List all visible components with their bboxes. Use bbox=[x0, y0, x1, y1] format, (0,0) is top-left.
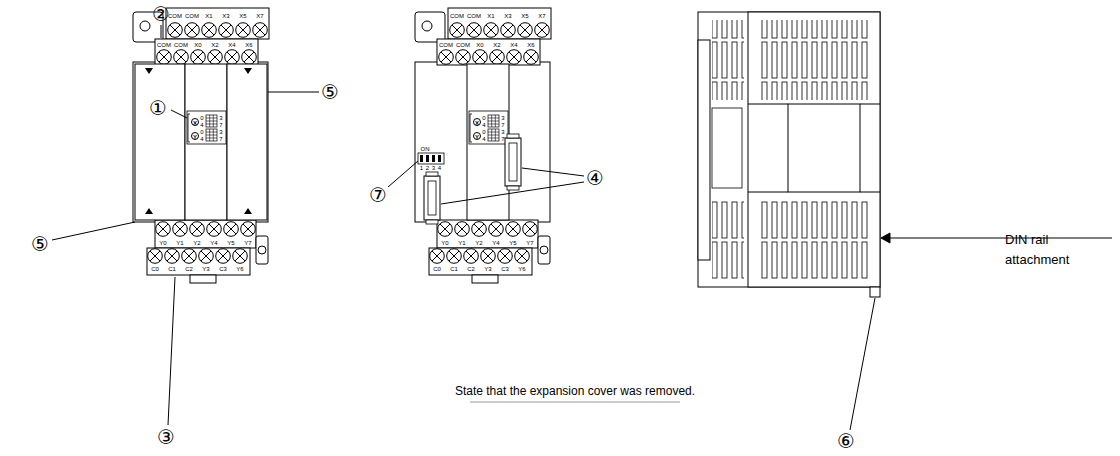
terminal-label: Y2 bbox=[475, 240, 482, 246]
terminal-label: C3 bbox=[219, 266, 227, 272]
terminal-label: Y1 bbox=[176, 240, 183, 246]
terminal-label: Y0 bbox=[159, 240, 166, 246]
terminal-label: Y3 bbox=[202, 266, 209, 272]
callout-number: ⑥ bbox=[837, 431, 855, 451]
led-number: 4 bbox=[200, 136, 203, 142]
dip-switch-number: 1 bbox=[420, 165, 423, 171]
led-number: 0 bbox=[200, 129, 203, 135]
terminal-label: Y5 bbox=[509, 240, 516, 246]
led-number: 0 bbox=[482, 129, 485, 135]
terminal-label: X2 bbox=[211, 42, 218, 48]
terminal-label: COM bbox=[439, 42, 453, 48]
side-view bbox=[698, 12, 880, 297]
callout-number: ⑤ bbox=[321, 82, 339, 102]
led-number: 3 bbox=[219, 115, 222, 121]
terminal-label: Y0 bbox=[441, 240, 448, 246]
terminal-label: COM bbox=[456, 42, 470, 48]
led-group-label: X bbox=[473, 118, 481, 126]
terminal-label: COM bbox=[467, 13, 481, 19]
callout-number: ③ bbox=[157, 427, 175, 447]
callout-number: ④ bbox=[586, 168, 604, 188]
terminal-label: Y7 bbox=[526, 240, 533, 246]
dip-switch-number: 2 bbox=[426, 165, 429, 171]
led-group-label: Y bbox=[473, 132, 481, 140]
terminal-label: X7 bbox=[256, 13, 263, 19]
led-group-label: X bbox=[191, 118, 199, 126]
front-view-covered bbox=[133, 8, 269, 283]
led-number: 3 bbox=[501, 129, 504, 135]
led-number: 4 bbox=[200, 122, 203, 128]
terminal-label: X3 bbox=[504, 13, 511, 19]
terminal-label: X5 bbox=[521, 13, 528, 19]
dip-switch-number: 4 bbox=[438, 165, 441, 171]
terminal-label: Y3 bbox=[484, 266, 491, 272]
led-number: 4 bbox=[482, 122, 485, 128]
led-number: 3 bbox=[501, 115, 504, 121]
terminal-label: X5 bbox=[239, 13, 246, 19]
terminal-label: Y6 bbox=[236, 266, 243, 272]
terminal-label: X3 bbox=[222, 13, 229, 19]
terminal-label: X0 bbox=[194, 42, 201, 48]
dip-switch-number: 3 bbox=[432, 165, 435, 171]
terminal-label: Y7 bbox=[244, 240, 251, 246]
callout-number: ① bbox=[149, 98, 167, 118]
terminal-label: X4 bbox=[228, 42, 235, 48]
terminal-label: X6 bbox=[527, 42, 534, 48]
din-rail-note: DIN rail attachment bbox=[1005, 230, 1105, 270]
terminal-label: C1 bbox=[450, 266, 458, 272]
led-number: 7 bbox=[501, 122, 504, 128]
view-note: State that the expansion cover was remov… bbox=[455, 385, 695, 397]
terminal-label: X7 bbox=[538, 13, 545, 19]
terminal-label: C0 bbox=[433, 266, 441, 272]
led-number: 0 bbox=[482, 115, 485, 121]
led-number: 7 bbox=[219, 122, 222, 128]
terminal-label: Y4 bbox=[210, 240, 217, 246]
callout-number: ⑦ bbox=[369, 185, 387, 205]
terminal-label: X1 bbox=[487, 13, 494, 19]
callout-number: ② bbox=[152, 4, 170, 24]
terminal-label: COM bbox=[450, 13, 464, 19]
terminal-label: C3 bbox=[501, 266, 509, 272]
led-number: 7 bbox=[501, 136, 504, 142]
terminal-label: COM bbox=[185, 13, 199, 19]
terminal-label: X2 bbox=[493, 42, 500, 48]
terminal-label: Y6 bbox=[518, 266, 525, 272]
terminal-label: C2 bbox=[185, 266, 193, 272]
led-number: 4 bbox=[482, 136, 485, 142]
callout-number: ⑤ bbox=[31, 234, 49, 254]
led-group-label: Y bbox=[191, 132, 199, 140]
terminal-label: Y1 bbox=[458, 240, 465, 246]
terminal-label: X0 bbox=[476, 42, 483, 48]
front-view-uncovered bbox=[415, 8, 551, 283]
led-number: 3 bbox=[219, 129, 222, 135]
terminal-label: C0 bbox=[151, 266, 159, 272]
terminal-label: Y2 bbox=[193, 240, 200, 246]
terminal-label: X1 bbox=[205, 13, 212, 19]
terminal-label: C2 bbox=[467, 266, 475, 272]
terminal-label: COM bbox=[174, 42, 188, 48]
terminal-label: Y4 bbox=[492, 240, 499, 246]
terminal-label: COM bbox=[168, 13, 182, 19]
led-number: 0 bbox=[200, 115, 203, 121]
terminal-label: COM bbox=[157, 42, 171, 48]
leader-lines bbox=[52, 25, 1112, 430]
led-number: 7 bbox=[219, 136, 222, 142]
terminal-label: Y5 bbox=[227, 240, 234, 246]
terminal-label: C1 bbox=[168, 266, 176, 272]
dip-switch-label: ON bbox=[421, 146, 430, 152]
terminal-label: X6 bbox=[245, 42, 252, 48]
terminal-label: X4 bbox=[510, 42, 517, 48]
